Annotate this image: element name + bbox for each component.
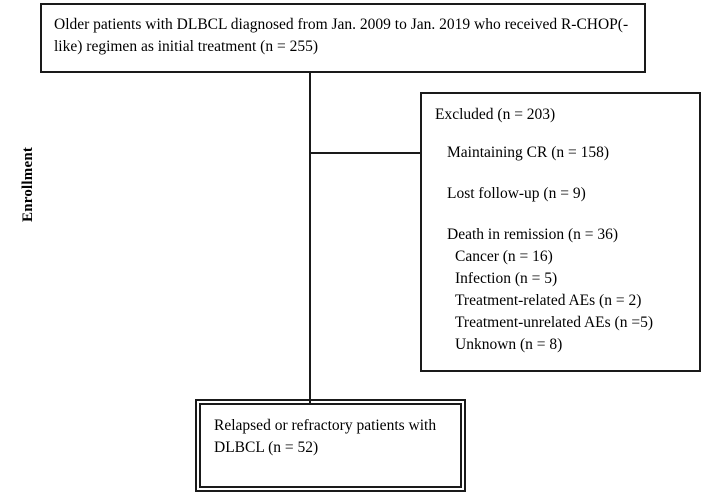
excluded-item-death-in-remission: Death in remission (n = 36) bbox=[447, 226, 619, 243]
excluded-heading: Excluded (n = 203) bbox=[435, 106, 556, 123]
death-cause-unknown: Unknown (n = 8) bbox=[455, 335, 563, 353]
enrolled-cohort-text: Older patients with DLBCL diagnosed from… bbox=[54, 16, 629, 55]
node-enrolled-cohort: Older patients with DLBCL diagnosed from… bbox=[40, 3, 646, 73]
stage-label-enrollment: Enrollment bbox=[20, 146, 36, 222]
excluded-item-lost-followup: Lost follow-up (n = 9) bbox=[447, 185, 586, 202]
death-cause-cancer: Cancer (n = 16) bbox=[455, 248, 553, 265]
node-relapsed-refractory: Relapsed or refractory patients with DLB… bbox=[195, 399, 466, 492]
node-excluded: Excluded (n = 203) Maintaining CR (n = 1… bbox=[420, 92, 701, 372]
connector-branch-to-excluded bbox=[309, 152, 421, 154]
death-cause-infection: Infection (n = 5) bbox=[455, 269, 558, 287]
relapsed-refractory-text: Relapsed or refractory patients with DLB… bbox=[214, 417, 437, 456]
connector-trunk-vertical bbox=[309, 72, 311, 403]
excluded-item-maintaining-cr: Maintaining CR (n = 158) bbox=[447, 144, 610, 161]
death-cause-treatment-related-aes: Treatment-related AEs (n = 2) bbox=[455, 291, 642, 309]
death-cause-treatment-unrelated-aes: Treatment-unrelated AEs (n =5) bbox=[455, 313, 653, 331]
